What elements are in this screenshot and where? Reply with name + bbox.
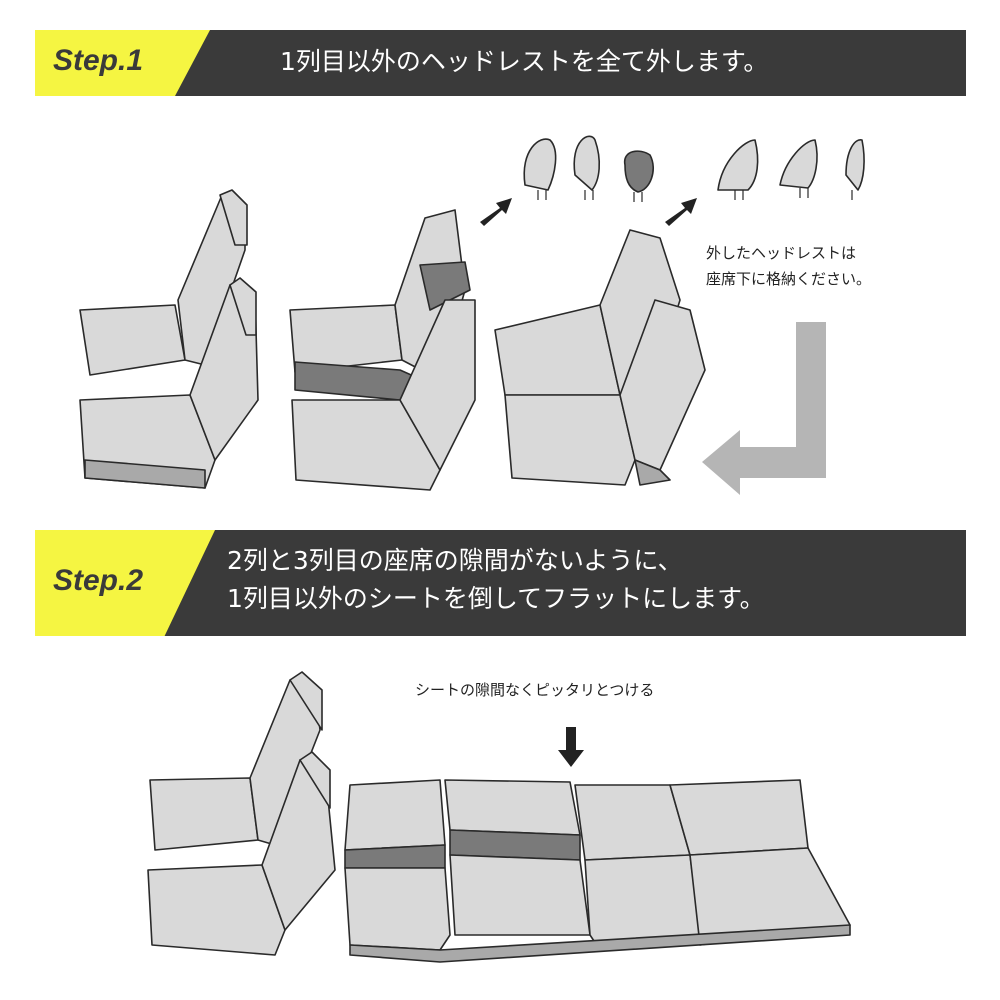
arrow-right-icon — [480, 198, 512, 226]
headrest-5 — [779, 139, 818, 189]
arrow-right-icon — [665, 198, 697, 226]
second-row-seats-illustration — [289, 209, 476, 491]
storage-arrow-icon — [702, 322, 826, 495]
step2-label: Step.2 — [53, 564, 144, 597]
front-seats-step2 — [147, 671, 336, 956]
headrest-4 — [717, 139, 759, 191]
step1-note: 外したヘッドレストは 座席下に格納ください。 — [706, 240, 871, 292]
step1-accent — [35, 30, 210, 96]
step2-banner: Step.2 2列と3列目の座席の隙間がないように、 1列目以外のシートを倒して… — [35, 530, 966, 636]
step1-note-line1: 外したヘッドレストは — [706, 244, 857, 262]
front-seats-illustration — [79, 189, 259, 489]
step2-note: シートの隙間なくピッタリとつける — [415, 681, 655, 699]
headrest-6 — [845, 139, 865, 191]
headrest-2 — [573, 135, 601, 191]
step1-label: Step.1 — [53, 44, 144, 77]
step1-instruction: 1列目以外のヘッドレストを全て外します。 — [280, 47, 769, 76]
step1-banner: Step.1 1列目以外のヘッドレストを全て外します。 — [35, 30, 966, 96]
headrest-3 — [624, 150, 654, 193]
flat-seats-step2 — [344, 779, 851, 963]
headrest-1 — [523, 138, 557, 191]
step2-instruction-line1: 2列と3列目の座席の隙間がないように、 — [227, 546, 683, 575]
step2-instruction-line2: 1列目以外のシートを倒してフラットにします。 — [227, 584, 765, 613]
step1-note-line2: 座席下に格納ください。 — [706, 270, 872, 288]
third-row-bench-illustration — [494, 229, 706, 486]
removed-headrests — [523, 135, 865, 202]
step2-instruction: 2列と3列目の座席の隙間がないように、 1列目以外のシートを倒してフラットにしま… — [227, 542, 765, 618]
arrow-down-icon — [558, 727, 584, 767]
